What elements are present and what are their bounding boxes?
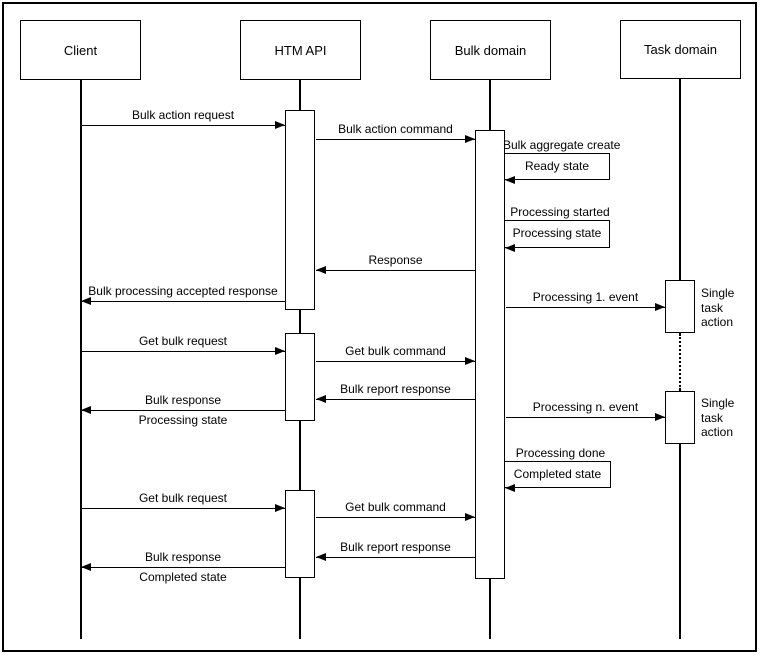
arrowhead-left-icon (505, 244, 515, 252)
arrowhead-right-icon (655, 412, 665, 421)
activation-htm-api-1 (285, 110, 315, 310)
arrowhead-right-icon (465, 134, 475, 143)
message-label: Bulk report response (340, 382, 451, 396)
message-label: Get bulk command (345, 500, 446, 514)
actor-box-task-domain: Task domain (620, 20, 741, 79)
arrowhead-left-icon (505, 176, 515, 184)
self-message-return-label: Ready state (524, 158, 590, 173)
message-line (316, 270, 475, 271)
lifeline-client (80, 80, 82, 639)
self-message-call-label: Processing started (510, 205, 610, 219)
message-line (81, 125, 285, 126)
message-line (316, 361, 475, 362)
message-line (316, 557, 475, 558)
message-line (81, 351, 285, 352)
message-label: Bulk action command (338, 122, 453, 136)
lifeline-task-domain-upper (679, 79, 681, 334)
lifeline-task-domain-lower (679, 390, 681, 639)
arrowhead-left-icon (81, 405, 91, 414)
actor-label-task-domain: Task domain (644, 42, 717, 57)
message-line (506, 417, 665, 418)
self-message-call-label: Bulk aggregate create (503, 138, 621, 152)
message-label: Bulk report response (340, 540, 451, 554)
actor-label-bulk-domain: Bulk domain (454, 42, 527, 58)
message-line (316, 517, 475, 518)
message-label: Get bulk request (138, 491, 228, 505)
message-label-below: Processing state (138, 413, 228, 427)
message-label: Get bulk command (345, 344, 446, 358)
arrowhead-right-icon (275, 503, 285, 512)
activation-bulk-domain (475, 130, 505, 579)
self-message-bulk-aggregate-create: Bulk aggregate create Ready state (503, 139, 620, 184)
message-line (316, 139, 475, 140)
message-label-above: Bulk response (144, 550, 222, 564)
message-label: Bulk processing accepted response (88, 284, 278, 298)
arrowhead-right-icon (275, 120, 285, 129)
message-label: Get bulk request (138, 334, 228, 348)
activation-htm-api-3 (285, 490, 315, 578)
arrowhead-right-icon (655, 302, 665, 311)
message-line (316, 399, 475, 400)
message-line (81, 410, 285, 411)
note-single-task-action-1: Single task action (701, 286, 735, 329)
self-message-call-label: Processing done (515, 446, 606, 460)
arrowhead-left-icon (316, 394, 326, 403)
message-label-above: Bulk response (144, 393, 222, 407)
self-message-processing-done: Processing done Completed state (505, 447, 611, 492)
message-label-below: Completed state (139, 570, 227, 584)
activation-htm-api-2 (285, 333, 315, 421)
arrowhead-left-icon (505, 484, 515, 492)
activation-task-domain-2 (665, 391, 695, 444)
actor-box-client: Client (20, 20, 141, 80)
message-line (506, 307, 665, 308)
message-line (81, 508, 285, 509)
actor-label-htm-api: HTM API (274, 42, 327, 58)
message-label: Processing n. event (532, 400, 639, 414)
message-label: Response (368, 253, 423, 267)
message-line (81, 567, 285, 568)
self-message-processing-started: Processing started Processing state (505, 206, 610, 252)
arrowhead-left-icon (81, 296, 91, 305)
arrowhead-left-icon (316, 265, 326, 274)
activation-task-domain-1 (665, 280, 695, 333)
message-label: Bulk action request (131, 108, 235, 122)
note-single-task-action-2: Single task action (701, 396, 735, 439)
lifeline-task-domain-dotted (679, 334, 681, 390)
message-line (81, 301, 285, 302)
arrowhead-right-icon (275, 346, 285, 355)
actor-box-bulk-domain: Bulk domain (430, 20, 551, 80)
message-label: Processing 1. event (532, 290, 639, 304)
self-message-return-label: Completed state (513, 466, 602, 481)
arrowhead-right-icon (465, 356, 475, 365)
self-message-return-label: Processing state (512, 225, 602, 240)
diagram-border (2, 2, 757, 652)
arrowhead-left-icon (81, 562, 91, 571)
arrowhead-left-icon (316, 552, 326, 561)
actor-label-client: Client (63, 42, 98, 58)
actor-box-htm-api: HTM API (240, 20, 361, 80)
arrowhead-right-icon (465, 512, 475, 521)
